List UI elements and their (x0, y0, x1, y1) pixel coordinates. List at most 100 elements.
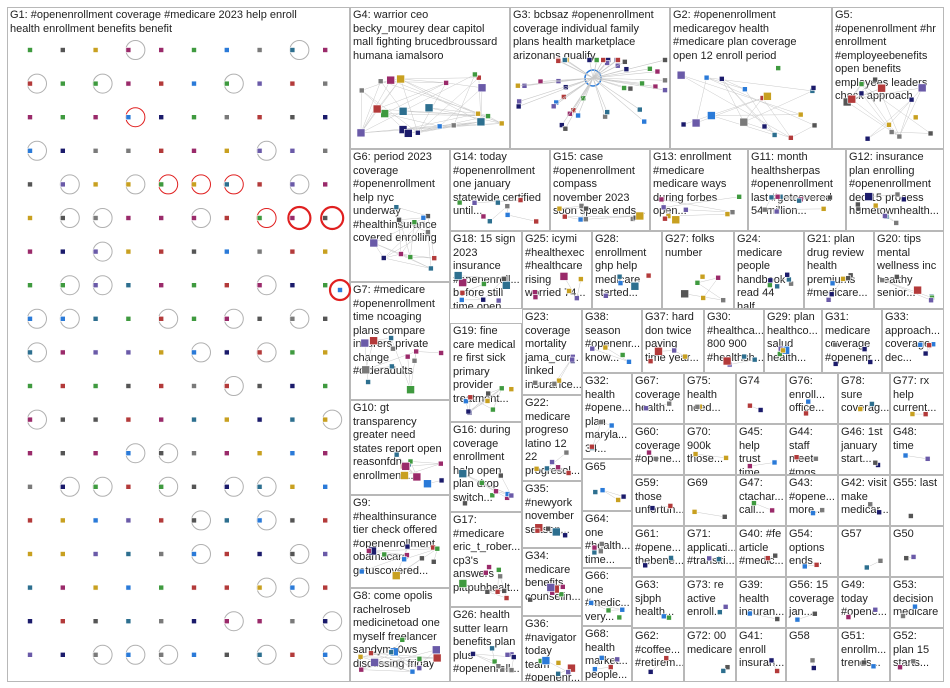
group-label: G23: coverage mortality jama_cur... link… (525, 311, 582, 391)
group-cell-g64: G64: one #health... time... (582, 511, 632, 568)
group-label: G29: plan healthco... salud health... (767, 311, 818, 364)
group-cell-g28: G28: enrollment ghp help medicare starte… (592, 231, 662, 309)
group-cell-g76: G76: enroll... office... (786, 373, 838, 424)
group-cell-g37: G37: hard don twice paying time year... (642, 309, 704, 373)
group-label: G46: 1st january start... (841, 426, 883, 465)
group-cell-g1: G1: #openenrollment coverage #medicare 2… (7, 7, 350, 682)
group-cell-g30: G30: #healthca... 800 900 #healthsh... (704, 309, 764, 373)
group-label: G15: case #openenrollment compass novemb… (553, 151, 646, 217)
group-cell-g11: G11: month healthsherpas #openenrollment… (748, 149, 846, 231)
group-label: G25: icymi #healthexec #healthcare risin… (525, 233, 586, 299)
group-label: G60: coverage #opene... (635, 426, 681, 465)
group-label: G67: coverage health... (635, 375, 681, 414)
group-label: G51: enrollm... trends... (841, 630, 887, 669)
group-cell-g32: G32: health #opene... plan maryla... 34.… (582, 373, 632, 459)
group-label: G11: month healthsherpas #openenrollment… (751, 151, 833, 217)
group-label: G22: medicare progreso latino 12 22 prog… (525, 397, 581, 477)
group-cell-g33: G33: approach... coverage dec... (882, 309, 944, 373)
group-label: G59: those unfortun... (635, 477, 684, 516)
group-label: G9: #healthinsurance tier check offered … (353, 497, 438, 577)
group-cell-g42: G42: visit make medicar... (838, 475, 890, 526)
group-cell-g78: G78: sure coverag... (838, 373, 890, 424)
group-label: G26: health sutter learn benefits plan p… (453, 609, 520, 675)
group-label: G40: #fe article #medic... (739, 528, 784, 567)
group-cell-g72: G72: 00 medicare (684, 628, 736, 682)
group-label: G24: medicare people handbook read 44 ha… (737, 233, 786, 309)
group-cell-g48: G48: time (890, 424, 944, 475)
group-label: G49: today #opene... (841, 579, 887, 618)
group-cell-g5: G5: #openenrollment #hr enrollment #empl… (832, 7, 944, 149)
group-cell-g39: G39: health insuran... (736, 577, 786, 628)
group-label: G12: insurance plan enrolling #openenrol… (849, 151, 939, 217)
group-cell-g49: G49: today #opene... (838, 577, 890, 628)
group-cell-g14: G14: today #openenrollment one january s… (450, 149, 550, 231)
group-cell-g43: G43: #opene... more... (786, 475, 838, 526)
group-label: G56: 15 coverage jan... (789, 579, 835, 618)
group-cell-g16: G16: during coverage enrollment help ope… (450, 422, 522, 512)
group-label: G37: hard don twice paying time year... (645, 311, 699, 364)
group-cell-g7: G7: #medicare #openenrollment time ncoag… (350, 282, 450, 400)
group-cell-g55: G55: last (890, 475, 944, 526)
group-label: G53: decision medicare (893, 579, 939, 618)
group-label: G5: #openenrollment #hr enrollment #empl… (835, 9, 936, 102)
group-cell-g22: G22: medicare progreso latino 12 22 prog… (522, 395, 582, 481)
group-cell-g68: G68: health market... people... (582, 626, 632, 682)
group-cell-g71: G71: applicati... #transiti... (684, 526, 736, 577)
group-cell-g15: G15: case #openenrollment compass novemb… (550, 149, 650, 231)
group-label: G4: warrior ceo becky_mourey dear capito… (353, 9, 498, 62)
group-label: G42: visit make medicar... (841, 477, 889, 516)
group-label: G62: #coffee... #retirem... (635, 630, 684, 669)
group-label: G76: enroll... office... (789, 375, 826, 414)
group-label: G19: fine care medical re first sick pri… (453, 325, 516, 405)
group-label: G28: enrollment ghp help medicare starte… (595, 233, 647, 299)
group-cell-g27: G27: folks number (662, 231, 734, 309)
group-cell-g56: G56: 15 coverage jan... (786, 577, 838, 628)
group-label: G14: today #openenrollment one january s… (453, 151, 542, 217)
group-label: G13: enrollment #medicare medicare ways … (653, 151, 732, 217)
group-cell-g77: G77: rx help current... (890, 373, 944, 424)
group-cell-g53: G53: decision medicare (890, 577, 944, 628)
group-label: G78: sure coverag... (841, 375, 890, 414)
group-cell-g19: G19: fine care medical re first sick pri… (450, 323, 522, 422)
group-label: G6: period 2023 coverage #openenrollment… (353, 151, 437, 244)
group-label: G20: tips mental wellness inc healthy se… (877, 233, 937, 299)
group-label: G77: rx help current... (893, 375, 937, 414)
group-cell-g59: G59: those unfortun... (632, 475, 684, 526)
group-label: G18: 15 sign 2023 insurance #openenroll.… (453, 233, 520, 309)
group-label: G58 (789, 630, 810, 642)
group-label: G21: plan drug review health premiums #m… (807, 233, 868, 299)
group-label: G30: #healthca... 800 900 #healthsh... (707, 311, 764, 364)
group-label: G61: #opene... thebene... (635, 528, 684, 567)
group-cell-g70: G70: 900k those... (684, 424, 736, 475)
group-cell-g31: G31: medicare coverage #openenr... (822, 309, 882, 373)
group-cell-g10: G10: gt transparency greater need states… (350, 400, 450, 495)
group-cell-g21: G21: plan drug review health premiums #m… (804, 231, 874, 309)
group-cell-g46: G46: 1st january start... (838, 424, 890, 475)
group-label: G65 (585, 461, 606, 473)
group-label: G47: ctachar... call... (739, 477, 784, 516)
group-cell-g18: G18: 15 sign 2023 insurance #openenroll.… (450, 231, 522, 309)
group-label: G69 (687, 477, 708, 489)
group-cell-g4: G4: warrior ceo becky_mourey dear capito… (350, 7, 510, 149)
group-label: G71: applicati... #transiti... (687, 528, 736, 567)
group-cell-g2: G2: #openenrollment medicaregov health #… (670, 7, 832, 149)
group-cell-g35: G35: #newyork november season... (522, 481, 582, 548)
group-cell-g51: G51: enrollm... trends... (838, 628, 890, 682)
group-label: G10: gt transparency greater need states… (353, 402, 442, 482)
group-cell-g23: G23: coverage mortality jama_cur... link… (522, 309, 582, 395)
group-cell-g62: G62: #coffee... #retirem... (632, 628, 684, 682)
group-cell-g40: G40: #fe article #medic... (736, 526, 786, 577)
group-label: G7: #medicare #openenrollment time ncoag… (353, 284, 435, 377)
group-cell-g57: G57 (838, 526, 890, 577)
group-cell-g38: G38: season #openenr... know... (582, 309, 642, 373)
group-label: G17: #medicare eric_t_rober... cp3's ans… (453, 514, 521, 594)
group-label: G52: plan 15 starts... (893, 630, 930, 669)
group-cell-g29: G29: plan healthco... salud health... (764, 309, 822, 373)
group-label: G27: folks number (665, 233, 715, 259)
group-cell-g25: G25: icymi #healthexec #healthcare risin… (522, 231, 592, 309)
group-label: G64: one #health... time... (585, 513, 631, 566)
group-label: G75: health need... (687, 375, 721, 414)
group-cell-g69: G69 (684, 475, 736, 526)
group-cell-g61: G61: #opene... thebene... (632, 526, 684, 577)
